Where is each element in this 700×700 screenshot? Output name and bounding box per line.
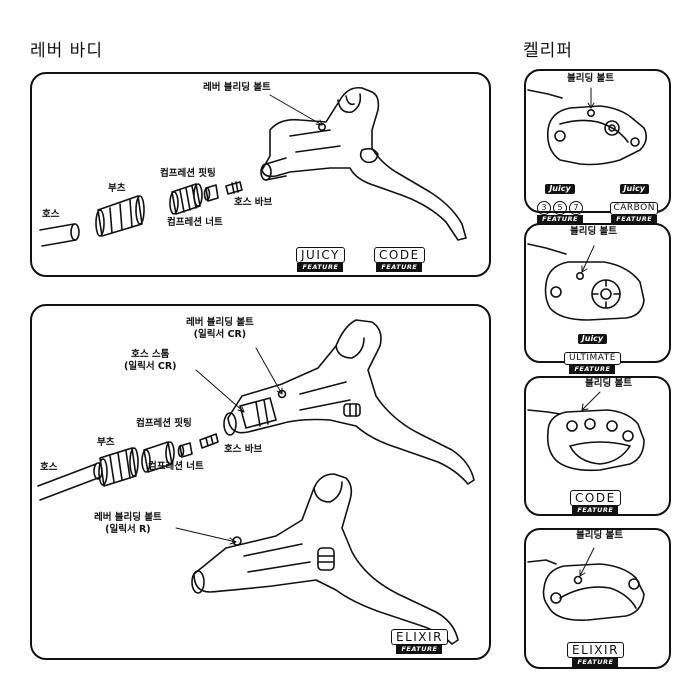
ultimate-badge-name: ULTIMATE bbox=[564, 352, 621, 365]
top-compression-fitting-label: 컴프레션 핏팅 bbox=[160, 168, 216, 179]
bottom-compression-fitting-label: 컴프레션 핏팅 bbox=[136, 418, 192, 429]
caliper-1-feature-b: FEATURE bbox=[611, 215, 658, 224]
lever-bleed-bolt-r-label: 레버 블리딩 볼트 (일릭서 R) bbox=[94, 512, 162, 536]
code-badge-feature: FEATURE bbox=[376, 263, 423, 272]
caliper-heading: 켈리퍼 bbox=[523, 41, 573, 61]
juicy-logo-1: Juicy bbox=[545, 184, 575, 194]
juicy-number-7: 7 bbox=[569, 201, 583, 215]
caliper-1-bleed-bolt-label: 블리딩 볼트 bbox=[567, 73, 615, 84]
juicy-number-3: 3 bbox=[537, 201, 551, 215]
bottom-hose-label: 호스 bbox=[40, 462, 58, 473]
caliper-3-bleed-bolt-label: 블리딩 볼트 bbox=[585, 378, 633, 389]
juicy-badge-feature: FEATURE bbox=[297, 263, 344, 272]
caliper-elixir-drawing bbox=[527, 547, 645, 622]
bottom-boot-label: 부츠 bbox=[97, 437, 115, 448]
top-lever-drawing bbox=[39, 86, 467, 247]
juicy-ultimate-logo: Juicy bbox=[577, 334, 608, 344]
code-caliper-badge: CODE FEATURE bbox=[570, 487, 621, 515]
code-caliper-badge-feature: FEATURE bbox=[572, 506, 619, 515]
elixir-feature-badge: ELIXIR FEATURE bbox=[391, 626, 448, 654]
lever-bleed-bolt-r-line2: (일릭서 R) bbox=[105, 524, 151, 535]
hose-stem-cr-line1: 호스 스톰 bbox=[131, 349, 170, 360]
bottom-compression-nut-label: 컴프레션 너트 bbox=[148, 461, 204, 472]
elixir-caliper-badge: ELIXIR FEATURE bbox=[567, 639, 624, 667]
elixir-caliper-badge-feature: FEATURE bbox=[572, 658, 619, 667]
caliper-1-feature-a: FEATURE bbox=[537, 215, 583, 224]
caliper-code-drawing bbox=[527, 391, 645, 472]
bottom-hose-parts bbox=[37, 347, 283, 545]
top-boot-label: 부츠 bbox=[108, 183, 126, 194]
juicy-feature-badge: JUICY FEATURE bbox=[296, 244, 345, 272]
juicy-logo-2: Juicy bbox=[619, 184, 649, 194]
elixir-caliper-badge-name: ELIXIR bbox=[567, 642, 624, 658]
hose-stem-cr-label: 호스 스톰 (일릭서 CR) bbox=[124, 349, 177, 373]
elixir-badge-feature: FEATURE bbox=[396, 645, 443, 654]
code-caliper-badge-name: CODE bbox=[570, 490, 621, 506]
elixir-badge-name: ELIXIR bbox=[391, 629, 448, 645]
bottom-hose-barb-label: 호스 바브 bbox=[224, 444, 263, 455]
lever-bleed-bolt-cr-line2: (일릭서 CR) bbox=[193, 329, 247, 340]
bottom-lever-drawing-upper bbox=[223, 319, 475, 485]
lever-bleed-bolt-r-line1: 레버 블리딩 볼트 bbox=[94, 512, 162, 523]
ultimate-badge-feature: FEATURE bbox=[569, 365, 616, 374]
juicy-number-5: 5 bbox=[553, 201, 567, 215]
bottom-lever-panel bbox=[30, 304, 491, 660]
lever-bleed-bolt-cr-line1: 레버 블리딩 볼트 bbox=[186, 317, 254, 328]
code-badge-name: CODE bbox=[374, 247, 425, 263]
lever-bleed-bolt-cr-label: 레버 블리딩 볼트 (일릭서 CR) bbox=[186, 317, 254, 341]
juicy-badge-name: JUICY bbox=[296, 247, 345, 263]
lever-body-heading: 레버 바디 bbox=[30, 41, 103, 61]
carbon-badge-name: CARBON bbox=[610, 202, 658, 215]
top-lever-bleed-bolt-label: 레버 블리딩 볼트 bbox=[203, 82, 271, 93]
top-hose-label: 호스 bbox=[42, 209, 60, 220]
caliper-4-bleed-bolt-label: 블리딩 볼트 bbox=[576, 530, 624, 541]
ultimate-feature-badge: Juicy ULTIMATE FEATURE bbox=[564, 326, 621, 374]
caliper-2-bleed-bolt-label: 블리딩 볼트 bbox=[570, 226, 618, 237]
top-hose-barb-label: 호스 바브 bbox=[234, 197, 273, 208]
top-compression-nut-label: 컴프레션 너트 bbox=[167, 217, 223, 228]
hose-stem-cr-line2: (일릭서 CR) bbox=[124, 361, 177, 372]
caliper-ultimate-drawing bbox=[527, 243, 645, 321]
bottom-lever-drawing-lower bbox=[191, 473, 459, 645]
code-feature-badge: CODE FEATURE bbox=[374, 244, 425, 272]
caliper-juicy-drawing bbox=[527, 87, 648, 166]
